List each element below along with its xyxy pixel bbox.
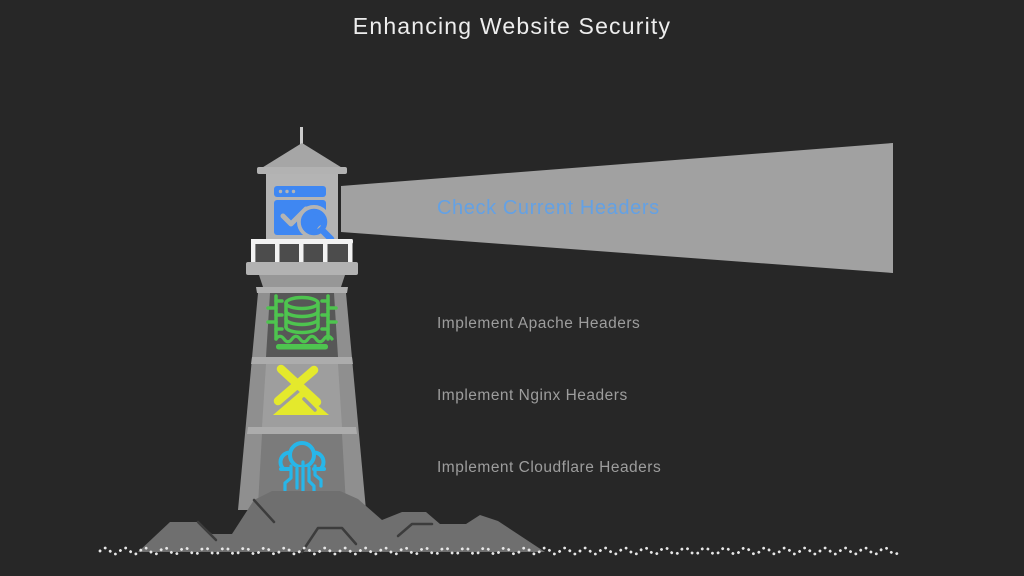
- tower-collar: [256, 287, 348, 293]
- windmill-icon: [273, 364, 329, 415]
- gallery-railing: [251, 239, 353, 264]
- lighthouse: [238, 127, 366, 510]
- light-beam: [341, 143, 893, 273]
- database-code-icon: [266, 294, 338, 350]
- tower-band-2: [247, 427, 357, 434]
- roof-eave: [257, 167, 347, 174]
- cloud-circuit-icon: [278, 441, 326, 495]
- antenna-mast: [300, 127, 303, 150]
- step-label-cloudflare: Implement Cloudflare Headers: [437, 459, 662, 476]
- step-label-apache: Implement Apache Headers: [437, 315, 641, 332]
- beam-step-label: Check Current Headers: [437, 197, 660, 219]
- tower-neck: [259, 275, 345, 287]
- step-label-nginx: Implement Nginx Headers: [437, 387, 628, 404]
- gallery-platform: [246, 262, 358, 275]
- browser-check-search-icon: [274, 186, 337, 245]
- rocks: [138, 491, 545, 554]
- lighthouse-roof: [260, 143, 344, 169]
- water-dots: [98, 546, 902, 556]
- page-title: Enhancing Website Security: [352, 13, 672, 39]
- tower-band-1: [251, 357, 353, 364]
